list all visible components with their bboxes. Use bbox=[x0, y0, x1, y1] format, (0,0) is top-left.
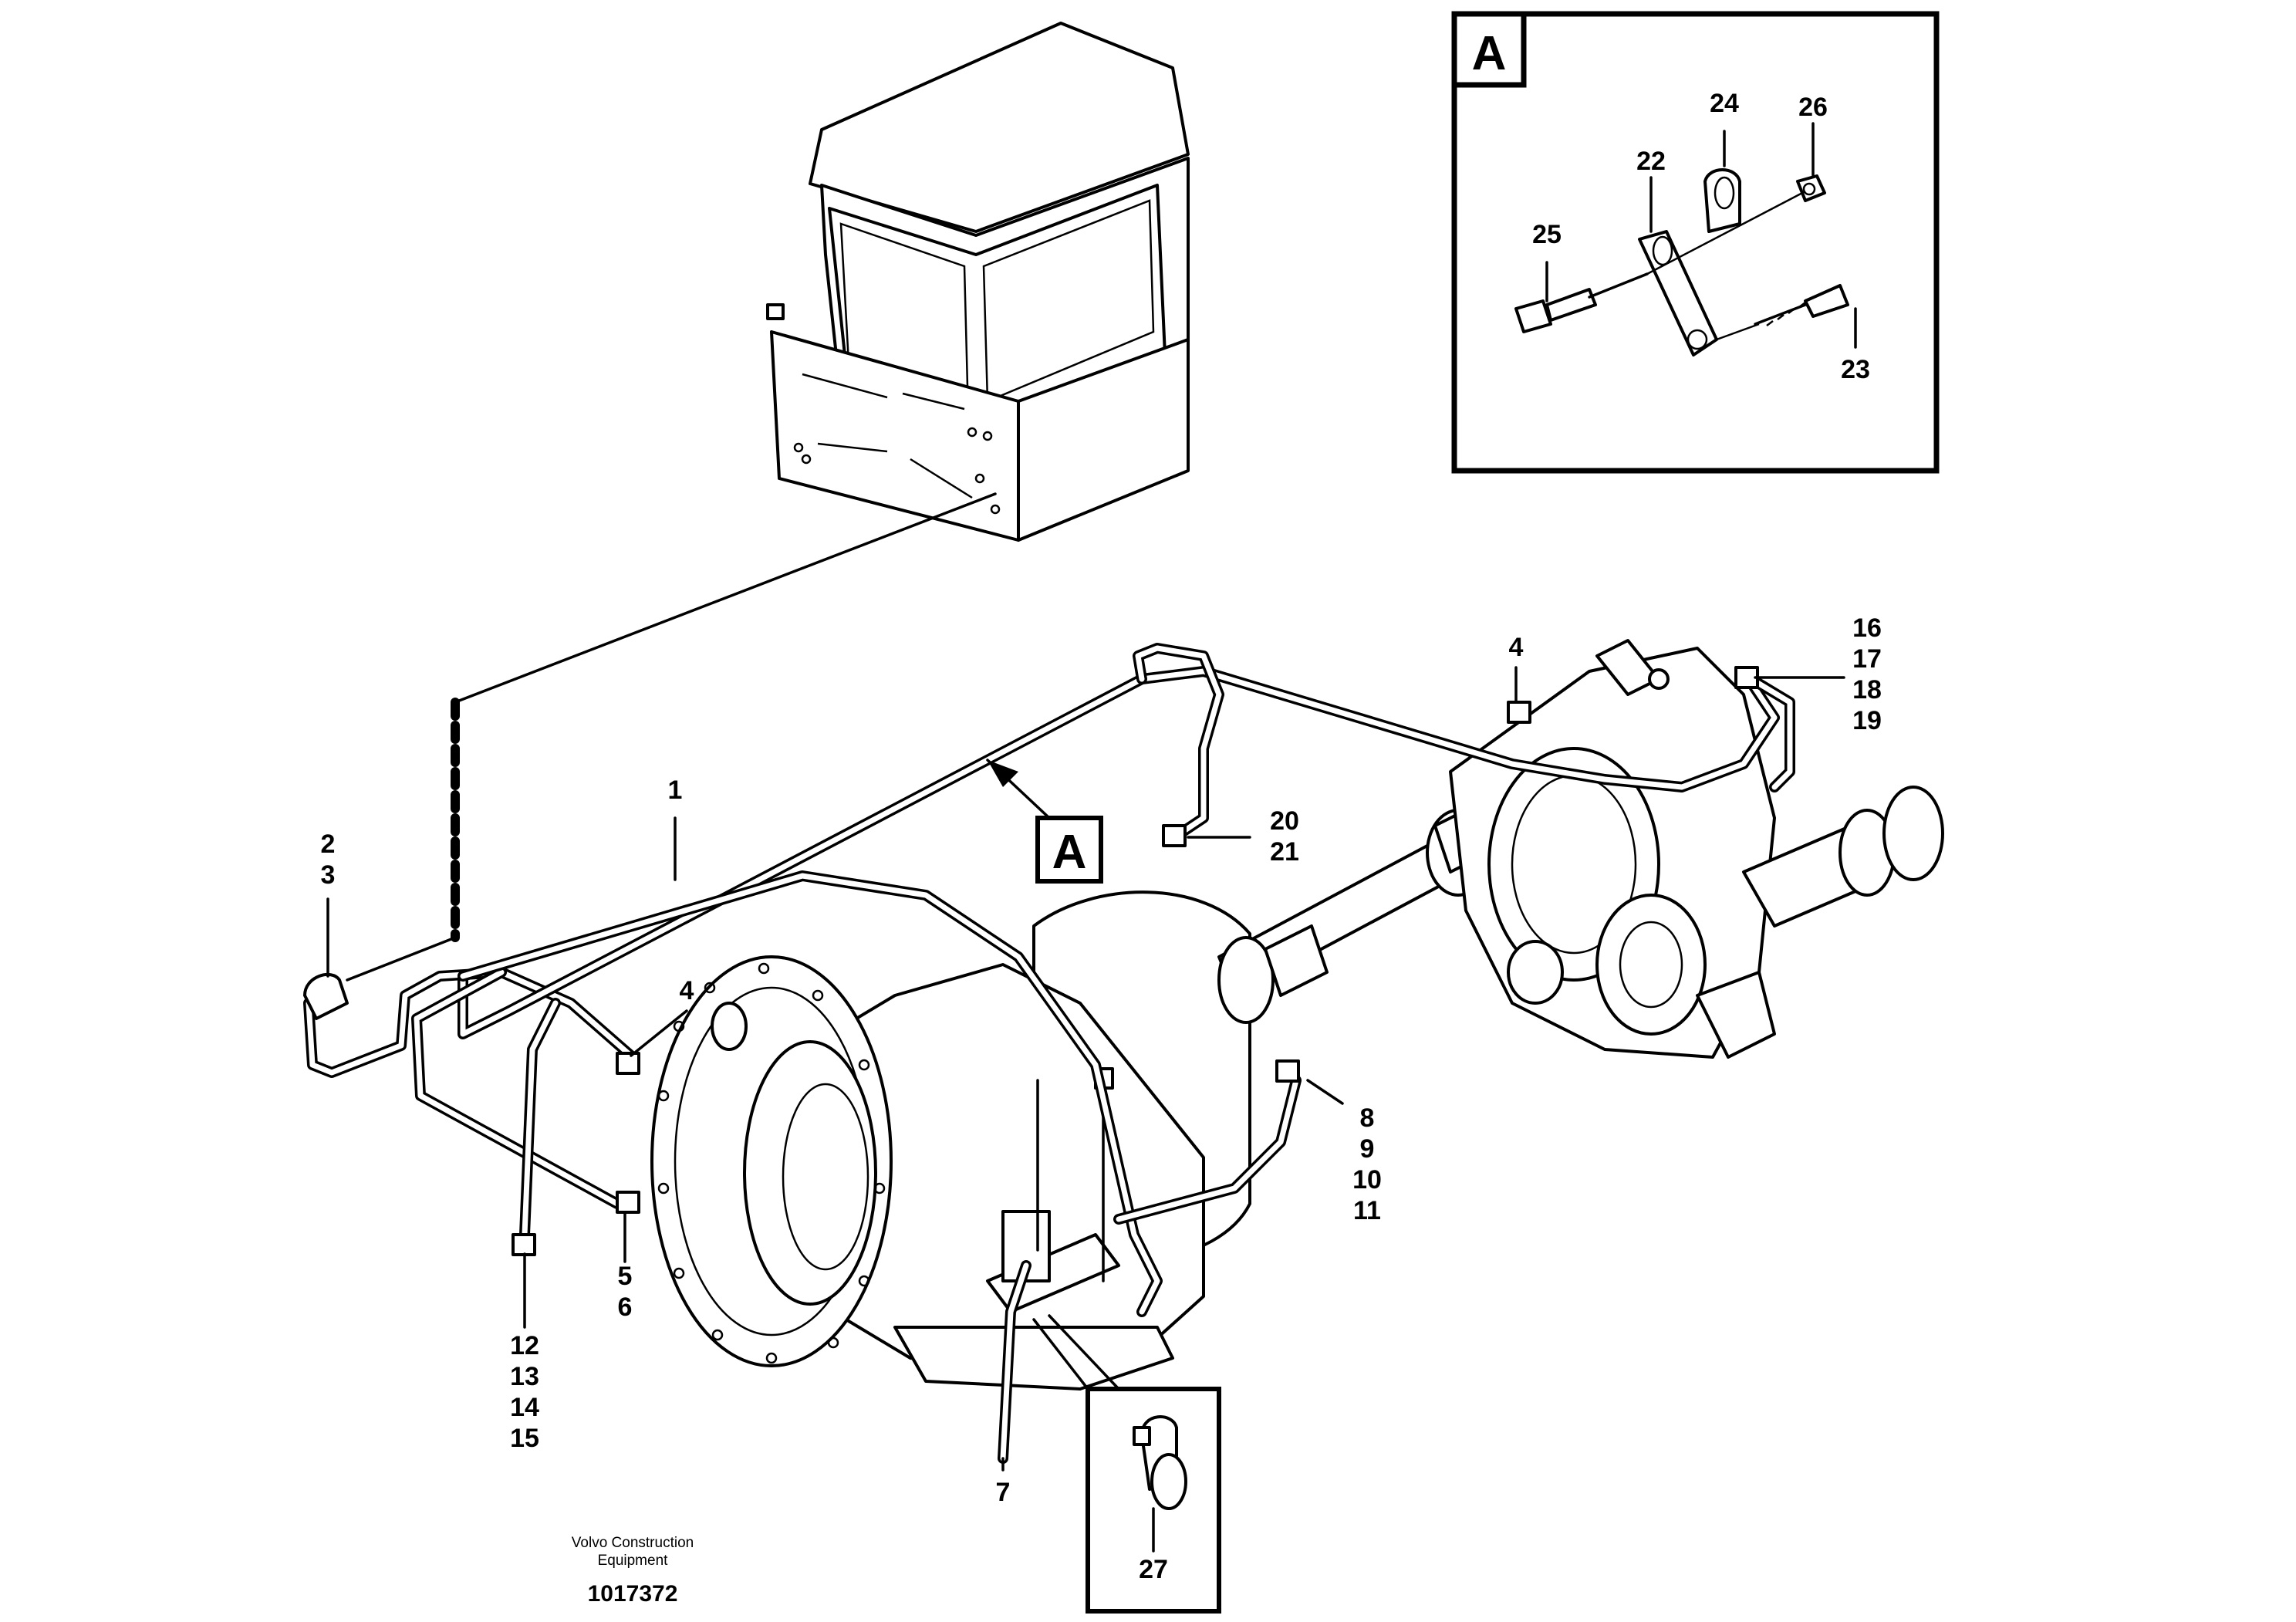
callout-7: 7 bbox=[996, 1478, 1011, 1507]
callout-10: 10 bbox=[1352, 1165, 1382, 1195]
callout-18: 18 bbox=[1852, 675, 1882, 705]
callout-5: 5 bbox=[618, 1262, 633, 1291]
connector-plug-icon bbox=[616, 1052, 640, 1075]
callout-9: 9 bbox=[1360, 1134, 1375, 1164]
callout-24: 24 bbox=[1710, 89, 1739, 118]
callout-26: 26 bbox=[1798, 93, 1828, 122]
footer-company-line2: Equipment bbox=[598, 1553, 669, 1569]
leader-lines bbox=[326, 666, 1845, 1472]
callout-4-front: 4 bbox=[680, 976, 694, 1005]
footer-drawing-number: 1017372 bbox=[588, 1581, 678, 1607]
callout-15: 15 bbox=[510, 1424, 539, 1453]
callout-14: 14 bbox=[510, 1393, 539, 1422]
transmission-illustration bbox=[650, 890, 1251, 1391]
clamp-icon bbox=[1703, 168, 1741, 233]
callout-16: 16 bbox=[1852, 613, 1882, 643]
callout-23: 23 bbox=[1841, 355, 1870, 384]
connector-plug-icon bbox=[616, 1191, 640, 1214]
propeller-shaft-illustration bbox=[1217, 801, 1498, 1024]
detail-box-label: A bbox=[1472, 27, 1507, 80]
callout-2: 2 bbox=[321, 830, 336, 859]
callout-20: 20 bbox=[1270, 806, 1299, 836]
callout-17: 17 bbox=[1852, 644, 1882, 674]
callout-3: 3 bbox=[321, 860, 336, 890]
bolt-icon bbox=[1754, 284, 1849, 326]
detail-box-clamp bbox=[1032, 1314, 1221, 1614]
cab-illustration bbox=[766, 22, 1190, 542]
callout-25: 25 bbox=[1532, 220, 1562, 249]
callout-11: 11 bbox=[1353, 1196, 1381, 1225]
callout-22: 22 bbox=[1636, 147, 1666, 176]
connector-plug-icon bbox=[1162, 824, 1187, 847]
reference-marker-label: A bbox=[1052, 826, 1087, 879]
axle-illustration bbox=[1449, 639, 1944, 1059]
callout-13: 13 bbox=[510, 1362, 539, 1391]
bolt-icon bbox=[1514, 272, 1649, 333]
callout-19: 19 bbox=[1852, 706, 1882, 735]
footer: Volvo Construction Equipment 1017372 bbox=[572, 1535, 694, 1607]
callout-labels: 1 2 3 4 4 5 6 7 8 9 10 11 12 13 14 15 16… bbox=[321, 89, 1882, 1584]
callout-8: 8 bbox=[1360, 1103, 1375, 1133]
connector-plug-icon bbox=[512, 1233, 536, 1256]
callout-1: 1 bbox=[668, 776, 683, 805]
callout-21: 21 bbox=[1270, 837, 1299, 867]
nut-icon bbox=[1796, 174, 1826, 202]
callout-6: 6 bbox=[618, 1293, 633, 1322]
connector-plug-icon bbox=[1275, 1059, 1300, 1083]
footer-company-line1: Volvo Construction bbox=[572, 1535, 694, 1551]
detail-box-a: A bbox=[1451, 11, 1940, 474]
callout-12: 12 bbox=[510, 1331, 539, 1360]
callout-4-rear: 4 bbox=[1509, 633, 1524, 662]
reference-marker-a: A bbox=[986, 759, 1103, 884]
connector-plug-icon bbox=[1507, 701, 1531, 724]
callout-27: 27 bbox=[1139, 1555, 1168, 1584]
